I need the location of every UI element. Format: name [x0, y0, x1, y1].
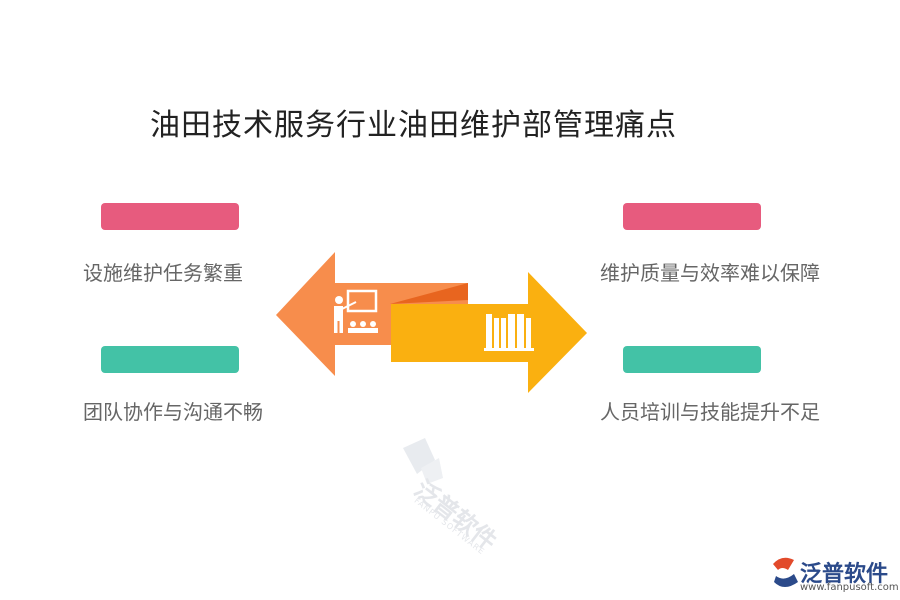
logo-url: www.fanpusoft.com: [800, 582, 899, 593]
pain-point-bar-3: [623, 203, 761, 230]
pain-point-bar-2: [101, 346, 239, 373]
logo-text: 泛普软件: [800, 562, 889, 587]
pain-point-label-3: 维护质量与效率难以保障: [600, 261, 820, 285]
arrow-fold-shadow: [390, 283, 468, 304]
books-icon: [484, 314, 534, 351]
pain-point-label-2: 团队协作与沟通不畅: [83, 400, 263, 424]
pain-point-label-4: 人员培训与技能提升不足: [600, 400, 820, 424]
page-title: 油田技术服务行业油田维护部管理痛点: [150, 108, 677, 143]
presentation-icon: [334, 289, 378, 333]
pain-point-bar-4: [623, 346, 761, 373]
watermark-logo-icon: [403, 438, 443, 484]
fanpu-logo-icon: [773, 557, 798, 587]
pain-point-bar-1: [101, 203, 239, 230]
pain-point-label-1: 设施维护任务繁重: [83, 261, 243, 285]
